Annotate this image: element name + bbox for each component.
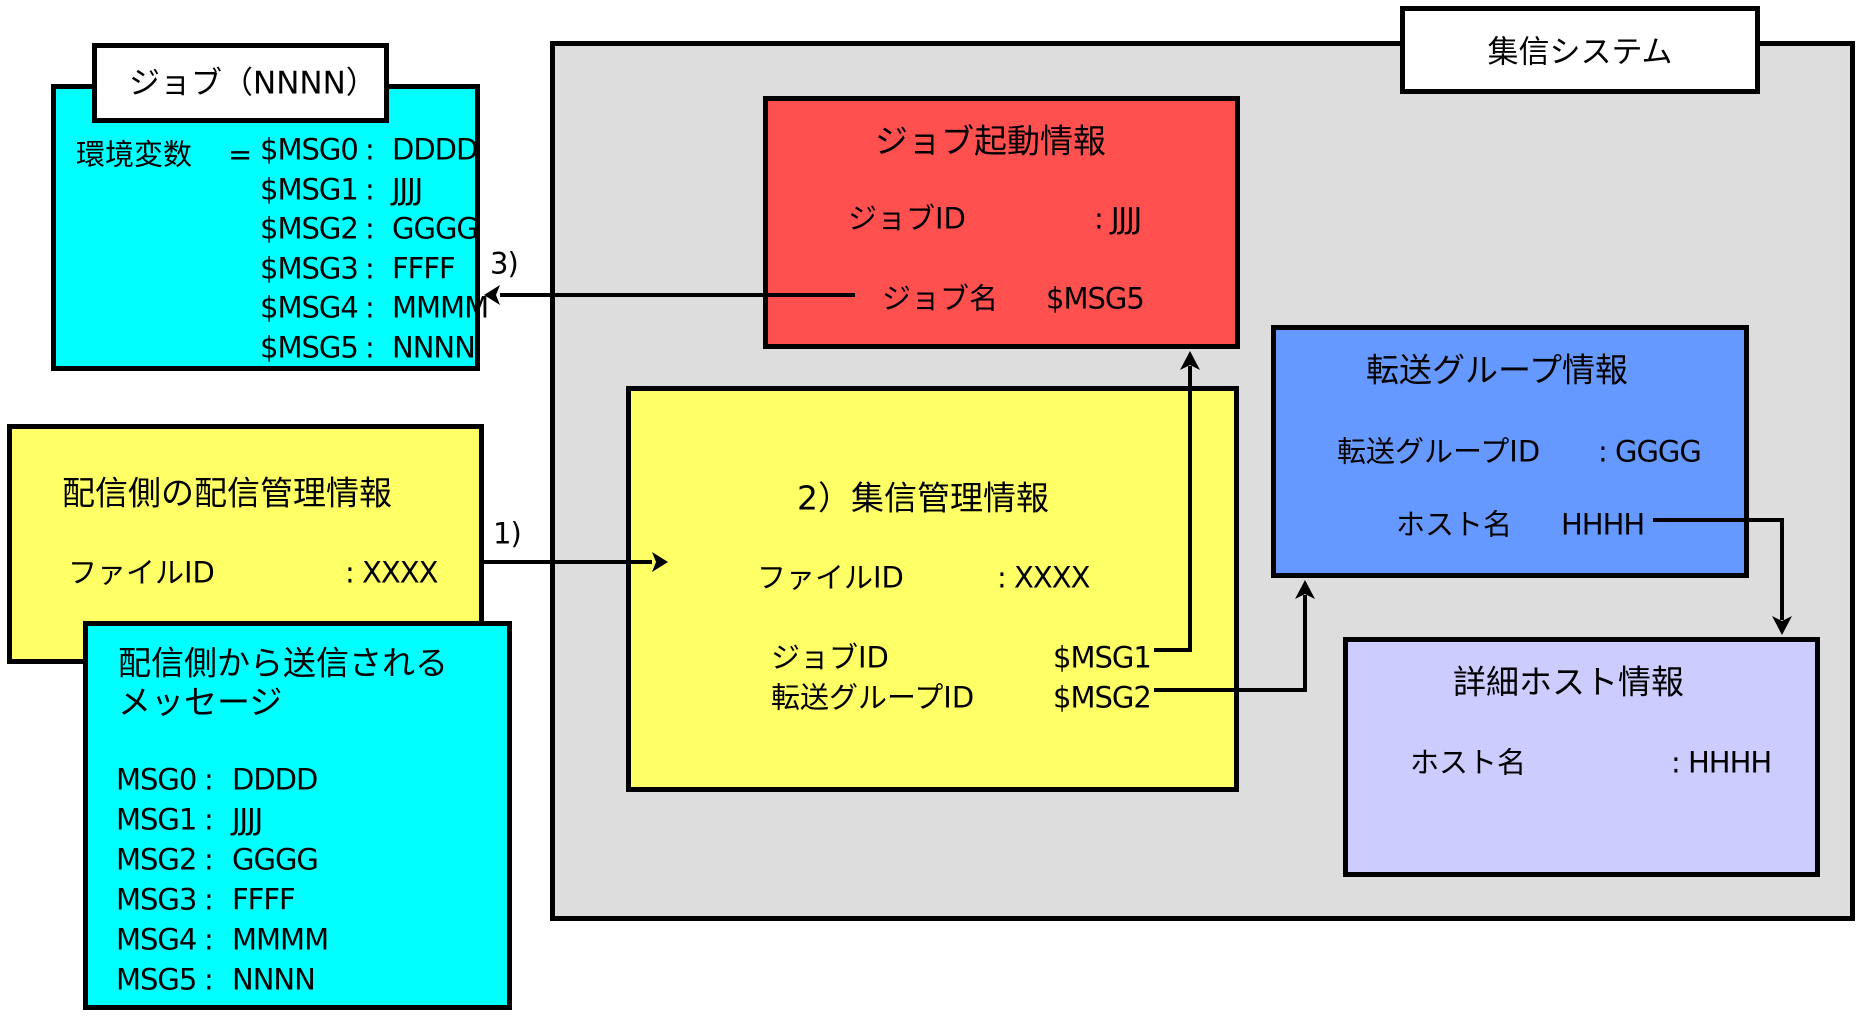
env-var-value: JJJJ [392, 172, 423, 206]
message-value: DDDD [232, 762, 318, 797]
env-var-sep: : [365, 211, 375, 246]
message-sep: : [204, 882, 214, 917]
job-id-value: $MSG1 [1053, 640, 1152, 675]
job-name-value: $MSG5 [1046, 281, 1145, 316]
sender-messages-title-line1: 配信側から送信される [118, 643, 448, 683]
job-start-info-box: ジョブ起動情報 ジョブID : JJJJ ジョブ名 $MSG5 [763, 96, 1240, 349]
message-value: MMMM [232, 922, 329, 957]
message-value: FFFF [232, 882, 296, 917]
job-label: ジョブ（NNNN） [129, 65, 377, 102]
job-id-label: ジョブID [771, 640, 889, 675]
env-var-value: FFFF [392, 251, 456, 285]
env-var-value: MMMM [392, 290, 489, 325]
host-name-value: : HHHH [1671, 745, 1772, 780]
transfer-group-id-value: : GGGG [1598, 434, 1702, 469]
transfer-group-id-label: 転送グループID [1337, 434, 1541, 469]
env-equals: = [228, 137, 252, 172]
collection-system-label: 集信システム [1487, 34, 1673, 71]
collection-system-label-box: 集信システム [1400, 6, 1760, 94]
env-var-value: NNNN [392, 330, 476, 364]
message-sep: : [204, 802, 214, 837]
message-name: MSG1 [116, 802, 197, 837]
message-name: MSG3 [116, 882, 197, 917]
message-sep: : [204, 962, 214, 997]
job-id-value: : JJJJ [1094, 201, 1142, 236]
file-id-label: ファイルID [68, 555, 215, 590]
file-id-value: : XXXX [345, 555, 438, 590]
transfer-group-info-box: 転送グループ情報 転送グループID : GGGG ホスト名 HHHH [1271, 325, 1749, 578]
env-var-sep: : [365, 251, 375, 285]
message-sep: : [204, 762, 214, 797]
env-var-name: $MSG3 [260, 251, 359, 285]
message-name: MSG5 [116, 962, 197, 997]
sender-messages-title-line2: メッセージ [118, 682, 283, 722]
message-name: MSG0 [116, 762, 197, 797]
host-detail-info-title: 詳細ホスト情報 [1453, 662, 1684, 702]
env-var-label: 環境変数 [76, 137, 193, 172]
file-id-value: : XXXX [997, 560, 1090, 595]
env-var-sep: : [365, 290, 375, 325]
env-var-name: $MSG2 [260, 211, 359, 246]
env-var-sep: : [365, 132, 375, 167]
transfer-group-id-value: $MSG2 [1053, 680, 1152, 715]
env-var-name: $MSG4 [260, 290, 359, 325]
step-1-label: 1) [493, 516, 522, 551]
collection-mgmt-info-box: 2）集信管理情報 ファイルID : XXXX ジョブID $MSG1 転送グルー… [626, 386, 1239, 792]
env-var-sep: : [365, 172, 375, 206]
env-var-name: $MSG1 [260, 172, 359, 206]
message-value: JJJJ [232, 802, 263, 837]
sender-messages-box: 配信側から送信される メッセージ [83, 621, 512, 1010]
job-label-box: ジョブ（NNNN） [92, 43, 389, 123]
env-var-value: DDDD [392, 132, 478, 167]
env-var-name: $MSG0 [260, 132, 359, 167]
host-detail-info-box: 詳細ホスト情報 ホスト名 : HHHH [1343, 637, 1820, 877]
sender-mgmt-info-title: 配信側の配信管理情報 [62, 473, 392, 513]
message-value: NNNN [232, 962, 316, 997]
host-name-label: ホスト名 [1410, 745, 1527, 780]
env-var-value: GGGG [392, 211, 479, 246]
job-env-box: 環境変数 = [51, 84, 480, 371]
message-name: MSG4 [116, 922, 197, 957]
file-id-label: ファイルID [757, 560, 904, 595]
job-name-label: ジョブ名 [882, 281, 999, 316]
job-id-label: ジョブID [848, 201, 966, 236]
env-var-name: $MSG5 [260, 330, 359, 364]
message-name: MSG2 [116, 842, 197, 877]
collection-mgmt-info-title: 2）集信管理情報 [797, 478, 1049, 518]
env-var-sep: : [365, 330, 375, 364]
message-value: GGGG [232, 842, 319, 877]
host-name-label: ホスト名 [1396, 507, 1513, 542]
message-sep: : [204, 842, 214, 877]
transfer-group-id-label: 転送グループID [771, 680, 975, 715]
host-name-value: HHHH [1561, 507, 1645, 542]
job-start-info-title: ジョブ起動情報 [875, 121, 1106, 161]
message-sep: : [204, 922, 214, 957]
transfer-group-info-title: 転送グループ情報 [1366, 350, 1629, 390]
step-3-label: 3) [490, 246, 519, 281]
